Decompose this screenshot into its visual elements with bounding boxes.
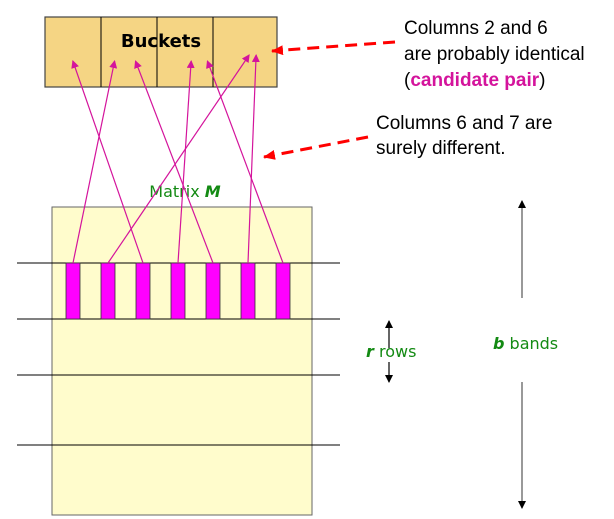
- column-6-band-segment: [240, 262, 256, 320]
- identical-note-line2: are probably identical: [404, 44, 585, 65]
- band-columns: [65, 262, 291, 320]
- identical-note-line3: (candidate pair): [404, 70, 545, 91]
- identical-note-line1: Columns 2 and 6: [404, 18, 548, 39]
- hash-arrow-column-1: [72, 60, 118, 264]
- rows-label: r rows: [366, 342, 416, 361]
- different-note-line2: surely different.: [376, 138, 506, 159]
- hash-arrow-column-4: [177, 60, 195, 264]
- column-2-band-segment: [100, 262, 116, 320]
- column-3-band-segment: [135, 262, 151, 320]
- hash-arrow-column-5: [134, 60, 214, 264]
- different-note-arrow: [263, 135, 369, 160]
- column-4-band-segment: [170, 262, 186, 320]
- hash-arrow-column-3: [71, 60, 144, 264]
- buckets-box: Buckets: [44, 16, 278, 88]
- different-note-line1: Columns 6 and 7 are: [376, 113, 552, 134]
- column-5-band-segment: [205, 262, 221, 320]
- candidate-pair-highlight: candidate pair: [410, 70, 539, 91]
- hash-arrows: [71, 54, 284, 264]
- column-1-band-segment: [65, 262, 81, 320]
- column-7-band-segment: [275, 262, 291, 320]
- bands-label: b bands: [493, 334, 558, 353]
- hash-arrow-column-6: [247, 54, 260, 264]
- hash-arrow-column-7: [206, 60, 284, 264]
- identical-note-arrow: [271, 40, 396, 56]
- matrix-m: [51, 206, 313, 516]
- buckets-label: Buckets: [121, 31, 201, 52]
